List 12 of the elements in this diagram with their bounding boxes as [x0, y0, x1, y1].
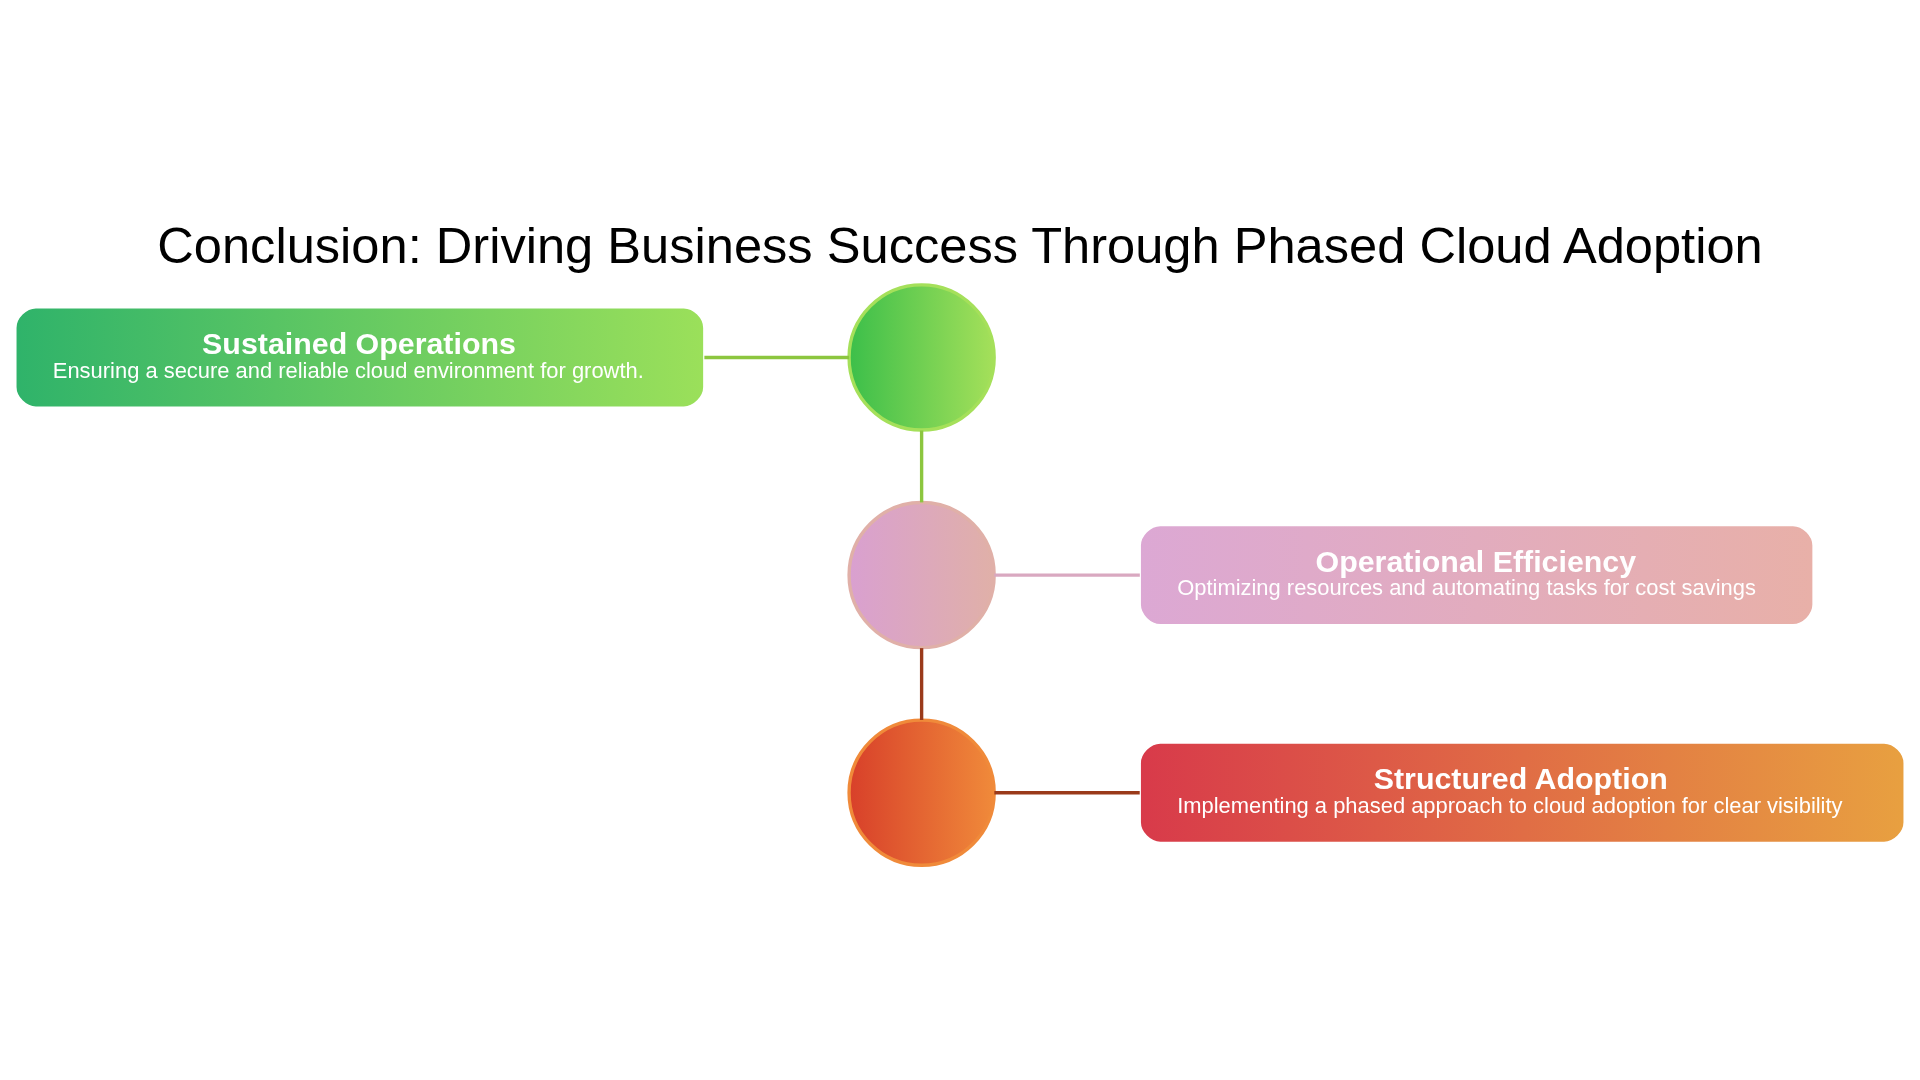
node-circle [847, 282, 996, 432]
node-box: Operational Efficiency Optimizing resources and automating tasks for cost savings [1139, 523, 1815, 626]
diagram-title: Conclusion: Driving Business Success Through Phased Cloud Adoption [157, 216, 1763, 274]
node-box: Sustained Operations Ensuring a secure and reliable cloud environment for growth. [14, 306, 705, 408]
connector [994, 572, 1140, 577]
connector [704, 355, 850, 359]
node-circle [847, 718, 996, 867]
connector [994, 790, 1140, 794]
node-box: Structured Adoption Implementing a phased approach to cloud adoption for clear visibility [1139, 741, 1906, 843]
connector [919, 647, 924, 720]
connector [919, 430, 924, 502]
node-circle [847, 500, 996, 649]
